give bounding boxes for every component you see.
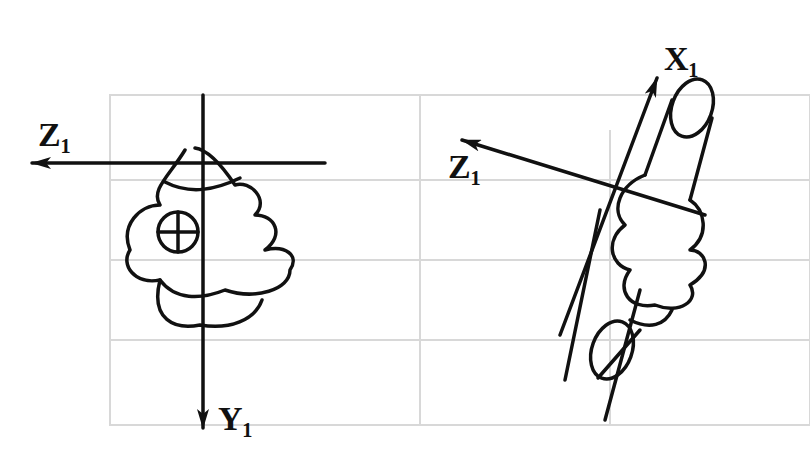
finger-line bbox=[165, 178, 240, 190]
axis-label: Z₁ bbox=[448, 150, 481, 184]
cylinder-end bbox=[583, 315, 641, 385]
cylinder bbox=[645, 100, 712, 200]
x-axis bbox=[560, 78, 657, 335]
show-through-grid bbox=[110, 95, 810, 425]
axis-label: Z₁ bbox=[38, 118, 71, 152]
axis-label: Y₁ bbox=[218, 402, 253, 436]
hand-sketch bbox=[612, 175, 705, 308]
axis-label: X₁ bbox=[664, 42, 699, 76]
finger-line bbox=[158, 280, 262, 326]
cylinder bbox=[598, 310, 672, 378]
locating-symbol bbox=[176, 212, 180, 252]
hand-sketch bbox=[127, 148, 293, 297]
y-axis bbox=[201, 95, 205, 428]
cylinder-end bbox=[663, 73, 721, 143]
contour-line bbox=[605, 290, 640, 420]
z-axis bbox=[462, 140, 705, 215]
locating-symbol bbox=[158, 212, 198, 252]
contour-line bbox=[565, 210, 600, 380]
